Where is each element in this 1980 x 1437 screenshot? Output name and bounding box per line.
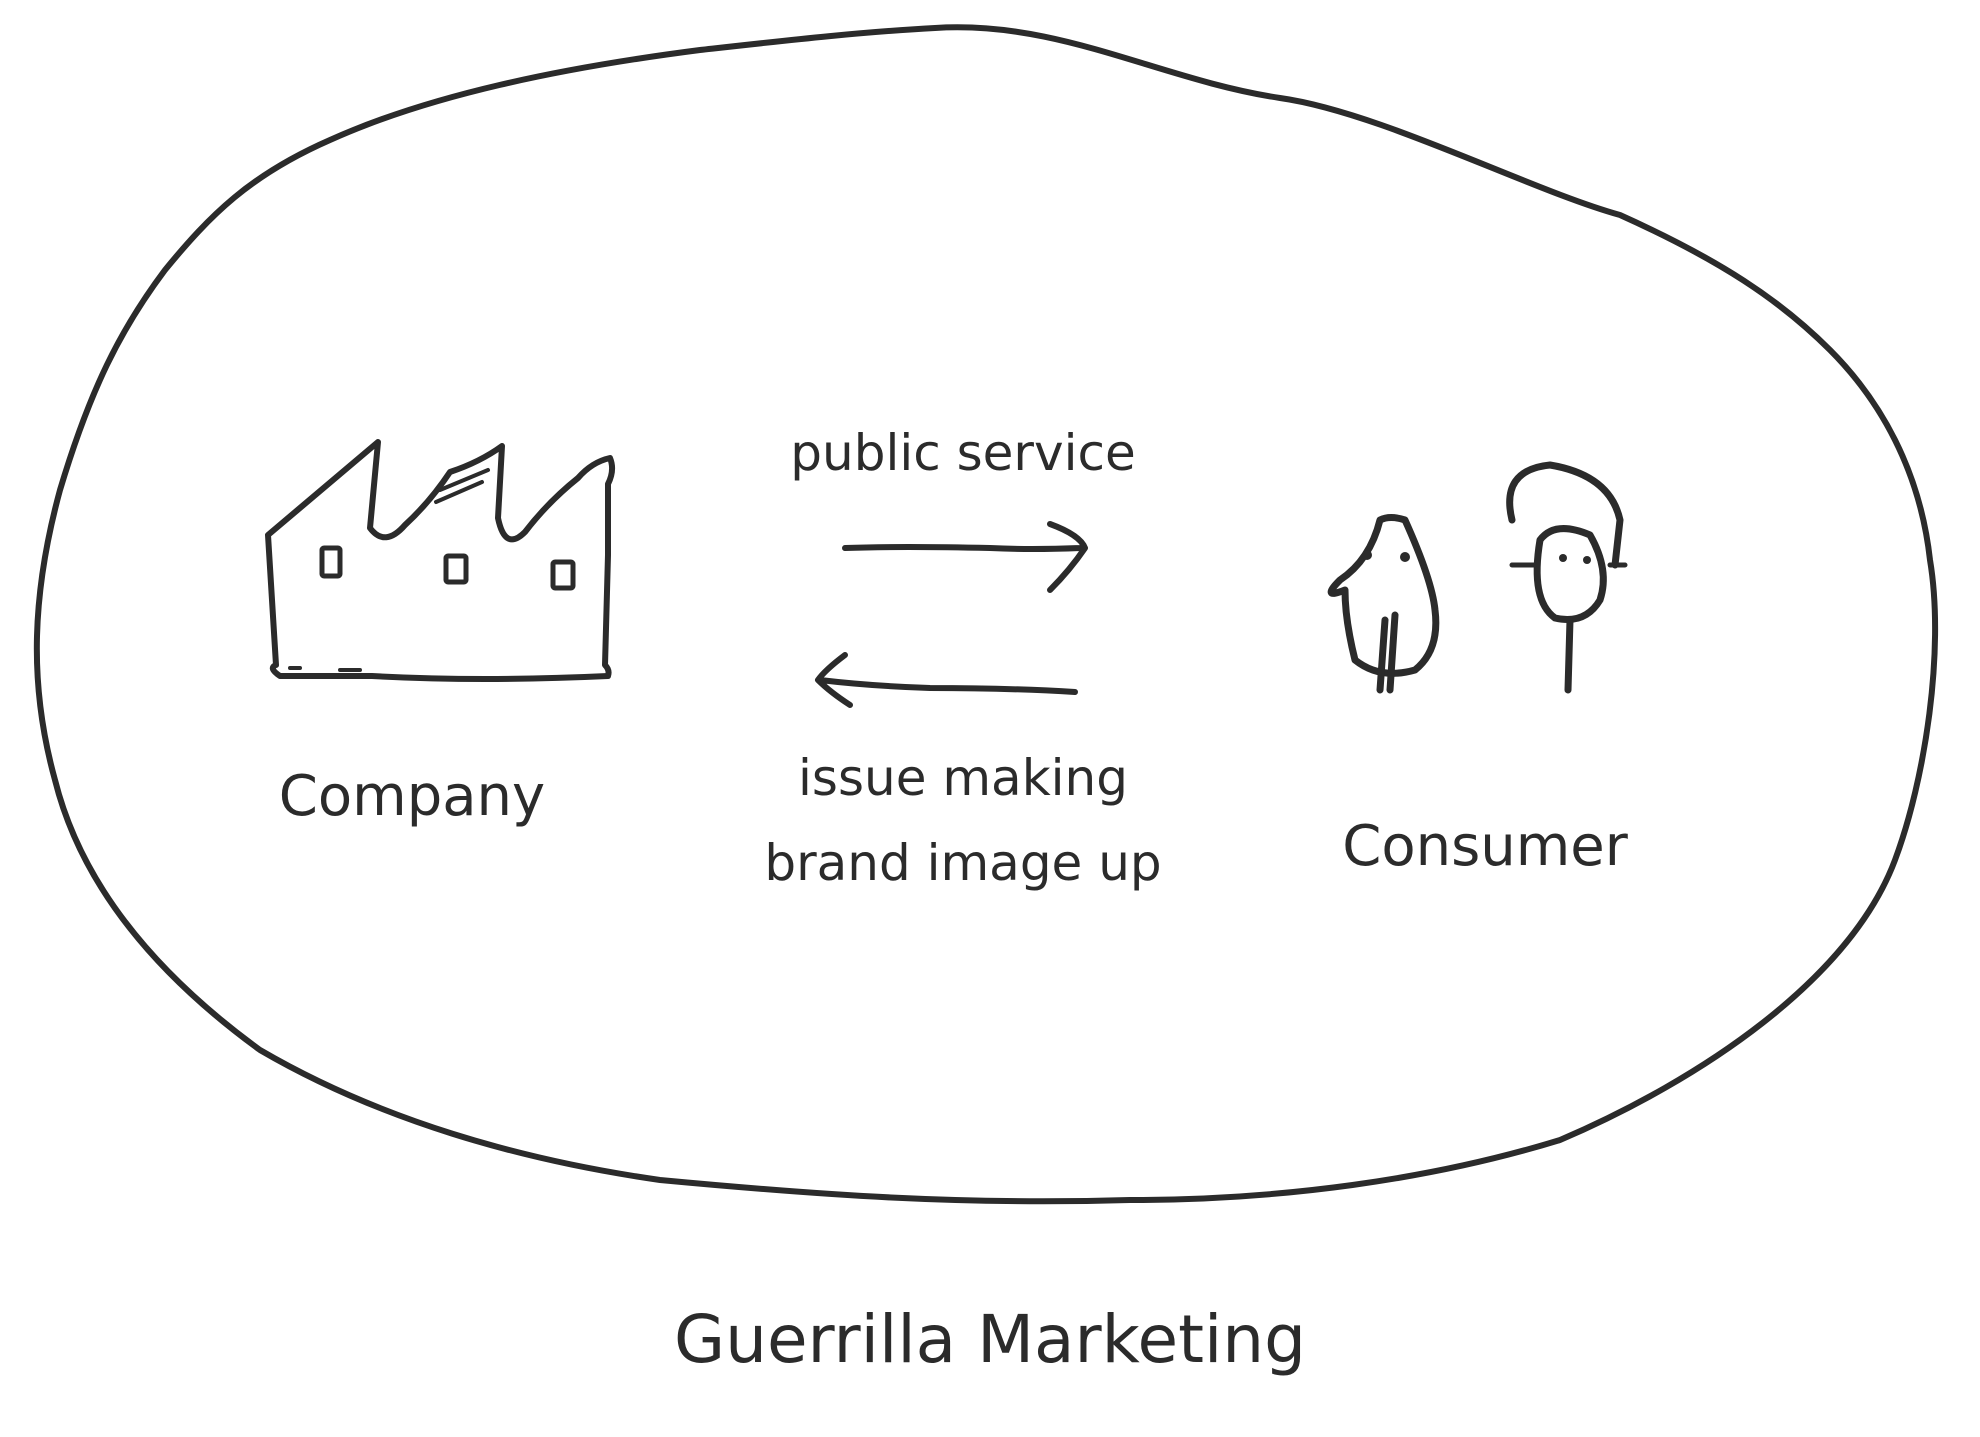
- diagram-title: Guerrilla Marketing: [674, 1301, 1306, 1378]
- arrow-consumer-to-company: [815, 652, 1078, 708]
- edge-label-issue-making: issue making: [798, 749, 1128, 807]
- person-left: [1327, 514, 1440, 694]
- node-label-consumer: Consumer: [1342, 814, 1629, 879]
- factory-icon: [265, 439, 616, 682]
- node-label-company: Company: [279, 764, 545, 829]
- person-right: [1506, 461, 1628, 694]
- edge-label-public-service: public service: [790, 424, 1135, 482]
- edge-label-brand-image-up: brand image up: [764, 834, 1161, 892]
- boundary-ellipse: [33, 24, 1939, 1205]
- people-icon: [1327, 461, 1628, 694]
- arrow-company-to-consumer: [842, 521, 1088, 593]
